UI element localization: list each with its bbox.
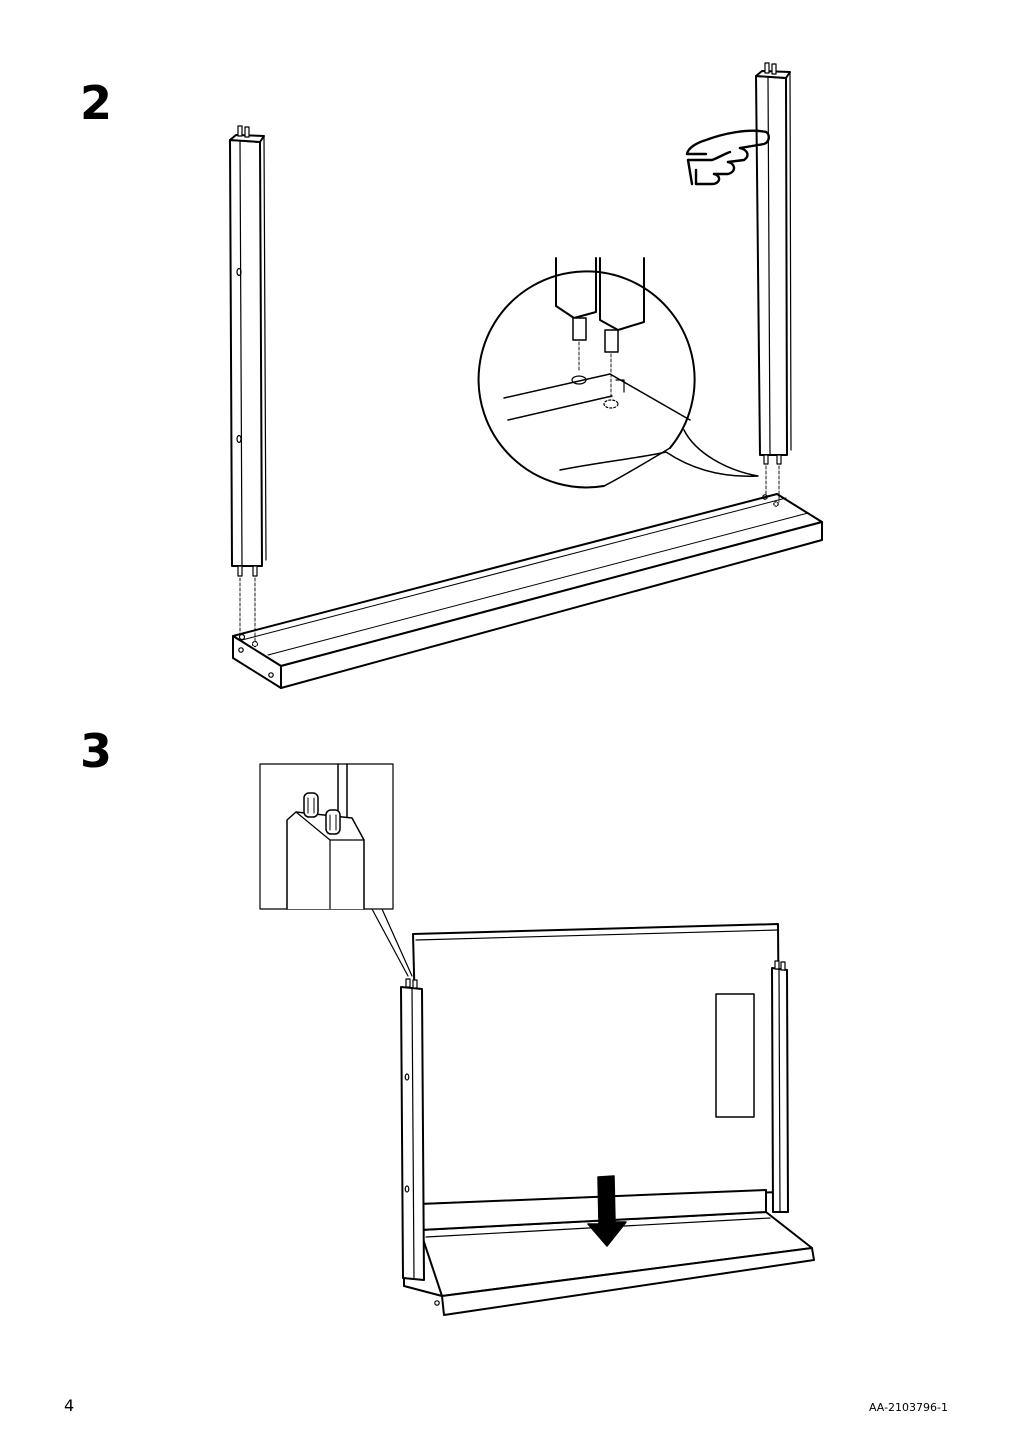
right-post xyxy=(771,960,789,1213)
step-3-number: 3 xyxy=(80,724,113,778)
document-code: AA-2103796-1 xyxy=(868,1401,948,1414)
step-2-number: 2 xyxy=(80,76,113,130)
page-number: 4 xyxy=(64,1396,75,1415)
detail-inset xyxy=(259,763,413,977)
back-panel xyxy=(412,923,781,1205)
step-2-illustration xyxy=(229,62,823,689)
base-plinth xyxy=(232,493,823,689)
pointing-hand-icon xyxy=(685,129,770,186)
left-post xyxy=(229,125,267,643)
left-post xyxy=(400,978,425,1281)
right-post xyxy=(755,62,792,503)
base-shelf xyxy=(403,1189,815,1316)
down-arrow-icon xyxy=(587,1175,627,1247)
magnifier-callout xyxy=(477,257,759,489)
step-3-illustration xyxy=(259,763,815,1316)
